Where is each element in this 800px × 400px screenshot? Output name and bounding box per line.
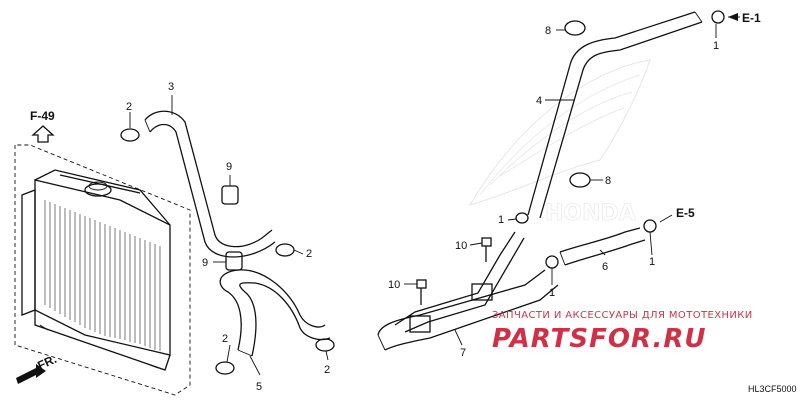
callout-2a: 2 <box>126 101 132 113</box>
clamp-8a-icon <box>564 20 586 36</box>
clamp-1c-icon <box>643 219 657 233</box>
up-arrow-icon <box>31 125 55 143</box>
callout-2c: 2 <box>324 364 330 376</box>
radiator-boundary <box>14 144 191 396</box>
callout-1c: 1 <box>649 256 655 268</box>
callout-4: 4 <box>536 95 542 107</box>
clamp-8b-icon <box>569 172 591 188</box>
clamp-2a-icon <box>120 128 140 142</box>
callout-8a: 8 <box>545 25 551 37</box>
clamp-1d-icon <box>545 255 559 269</box>
radiator <box>21 169 171 371</box>
clamp-1a-icon <box>711 10 725 24</box>
hose-5 <box>219 269 331 357</box>
e1-label: E-1 <box>742 11 761 25</box>
bolt-10b-icon <box>416 279 427 289</box>
callout-8b: 8 <box>605 175 611 187</box>
e5-label: E-5 <box>676 206 695 220</box>
clamp-2d-icon <box>215 361 235 375</box>
front-arrow-icon <box>16 364 46 384</box>
leader-lines <box>129 16 740 376</box>
hose-3 <box>144 110 276 258</box>
callout-2d: 2 <box>222 333 228 345</box>
callout-9a: 9 <box>226 161 232 173</box>
clamp-2b-icon <box>275 243 295 257</box>
clamp-1b-icon <box>515 212 529 224</box>
callout-1a: 1 <box>713 40 719 52</box>
hose-6 <box>559 227 646 266</box>
honda-wing-logo: HONDA <box>468 59 651 226</box>
clamp-2c-icon <box>315 338 335 352</box>
callout-2b: 2 <box>306 248 312 260</box>
callout-5: 5 <box>256 381 262 393</box>
diagram-code: HL3CF5000 <box>748 384 797 394</box>
callout-10b: 10 <box>388 279 400 291</box>
clamp-9a-icon <box>221 185 239 205</box>
front-reference: FR. <box>16 352 59 384</box>
callout-10a: 10 <box>455 240 467 252</box>
callout-1b: 1 <box>498 214 504 226</box>
bolts <box>416 237 492 305</box>
callout-3: 3 <box>168 81 174 93</box>
e1-reference: E-1 <box>728 11 761 25</box>
callout-1d: 1 <box>549 287 555 299</box>
pipe-7 <box>377 231 559 351</box>
honda-logo-text: HONDA <box>545 201 636 226</box>
clamp-9b-icon <box>225 251 243 271</box>
callout-9b: 9 <box>202 257 208 269</box>
callout-6: 6 <box>602 261 608 273</box>
callout-7: 7 <box>460 347 466 359</box>
hose-4 <box>527 11 703 219</box>
f49-reference: F-49 <box>30 109 55 143</box>
f49-label: F-49 <box>30 109 55 123</box>
bolt-10a-icon <box>481 237 492 247</box>
e5-reference: E-5 <box>676 206 695 220</box>
watermark-tagline: ЗАПЧАСТИ И АКСЕССУАРЫ ДЛЯ МОТОТЕХНИКИ <box>492 310 753 321</box>
left-arrow-icon <box>728 13 738 21</box>
callouts: 1 1 1 1 2 2 2 2 3 4 5 6 7 8 8 9 9 10 10 <box>126 25 719 393</box>
fr-label: FR. <box>35 352 58 373</box>
watermark: ЗАПЧАСТИ И АКСЕССУАРЫ ДЛЯ МОТОТЕХНИКИ PA… <box>492 310 753 354</box>
watermark-brand: PARTSFOR.RU <box>492 324 706 354</box>
